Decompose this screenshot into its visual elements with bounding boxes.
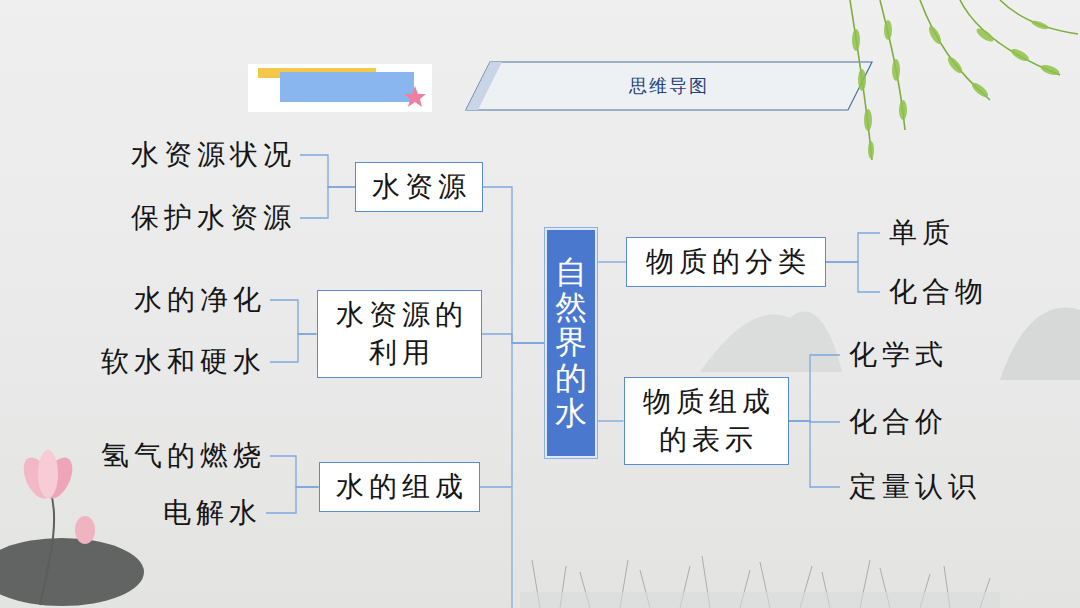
connector	[270, 456, 319, 487]
connector	[270, 300, 317, 334]
connector	[789, 421, 841, 487]
topic-text: 水资源状况	[122, 134, 300, 176]
node-text: 物质组成的表示	[636, 383, 777, 459]
node-text: 水的净化	[129, 281, 266, 319]
topic-text: 保护水资源	[122, 197, 300, 239]
branch-box: 水资源	[355, 162, 483, 212]
connector	[482, 334, 546, 343]
connector	[789, 355, 841, 421]
branch-box: 物质组成的表示	[624, 377, 789, 465]
connector	[483, 187, 545, 343]
topic-text: 氢气的燃烧	[92, 435, 270, 477]
star	[404, 86, 426, 107]
ground	[520, 592, 1000, 608]
branch-box: 物质的分类	[626, 237, 826, 287]
trunk-line	[511, 488, 512, 608]
lotus-leaf	[0, 538, 144, 606]
connector	[826, 262, 880, 292]
node-text: 定量认识	[844, 468, 981, 506]
willow-leaves	[852, 19, 1061, 159]
tag-bar	[280, 72, 414, 102]
branch-box: 水的组成	[319, 462, 480, 512]
node-text: 软水和硬水	[96, 343, 266, 381]
banner-title: 思维导图	[629, 74, 709, 98]
connector	[480, 343, 546, 487]
topic-text: 定量认识	[840, 466, 985, 508]
node-text: 水资源状况	[126, 136, 296, 174]
node-text: 化合价	[844, 403, 948, 441]
node-text: 化学式	[844, 336, 948, 374]
topic-text: 单质	[880, 212, 959, 254]
mountain	[700, 312, 842, 372]
willow	[850, 0, 1078, 160]
connector	[300, 187, 355, 218]
connector	[597, 420, 624, 421]
node-text: 电解水	[158, 494, 262, 532]
node-text: 水资源	[367, 168, 471, 206]
node-text: 保护水资源	[126, 199, 296, 237]
connector	[597, 261, 626, 262]
topic-text: 化学式	[840, 334, 952, 376]
banner-edge	[466, 62, 502, 110]
node-text: 氢气的燃烧	[96, 437, 266, 475]
topic-text: 水的净化	[125, 279, 270, 321]
topic-text: 化合物	[880, 271, 992, 313]
connector	[266, 487, 319, 513]
node-text: 化合物	[884, 273, 988, 311]
vertical-title: 自然界的水	[555, 255, 587, 431]
topic-text: 电解水	[154, 492, 266, 534]
node-text: 水资源的利用	[329, 296, 470, 372]
lotus-bud	[75, 516, 95, 544]
connector	[300, 155, 355, 187]
lotus-flower	[18, 450, 78, 503]
central-box: 自然界的水	[545, 228, 597, 458]
connector	[826, 233, 880, 262]
node-text: 物质的分类	[641, 243, 811, 281]
connector	[270, 334, 317, 362]
topic-text: 化合价	[840, 401, 952, 443]
lotus-stem	[40, 490, 54, 605]
node-text: 水的组成	[331, 468, 468, 506]
tag-card	[248, 64, 432, 112]
banner	[466, 62, 872, 110]
mountain	[1000, 308, 1080, 380]
topic-text: 软水和硬水	[92, 341, 270, 383]
node-text: 单质	[884, 214, 955, 252]
branch-box: 水资源的利用	[317, 290, 482, 378]
